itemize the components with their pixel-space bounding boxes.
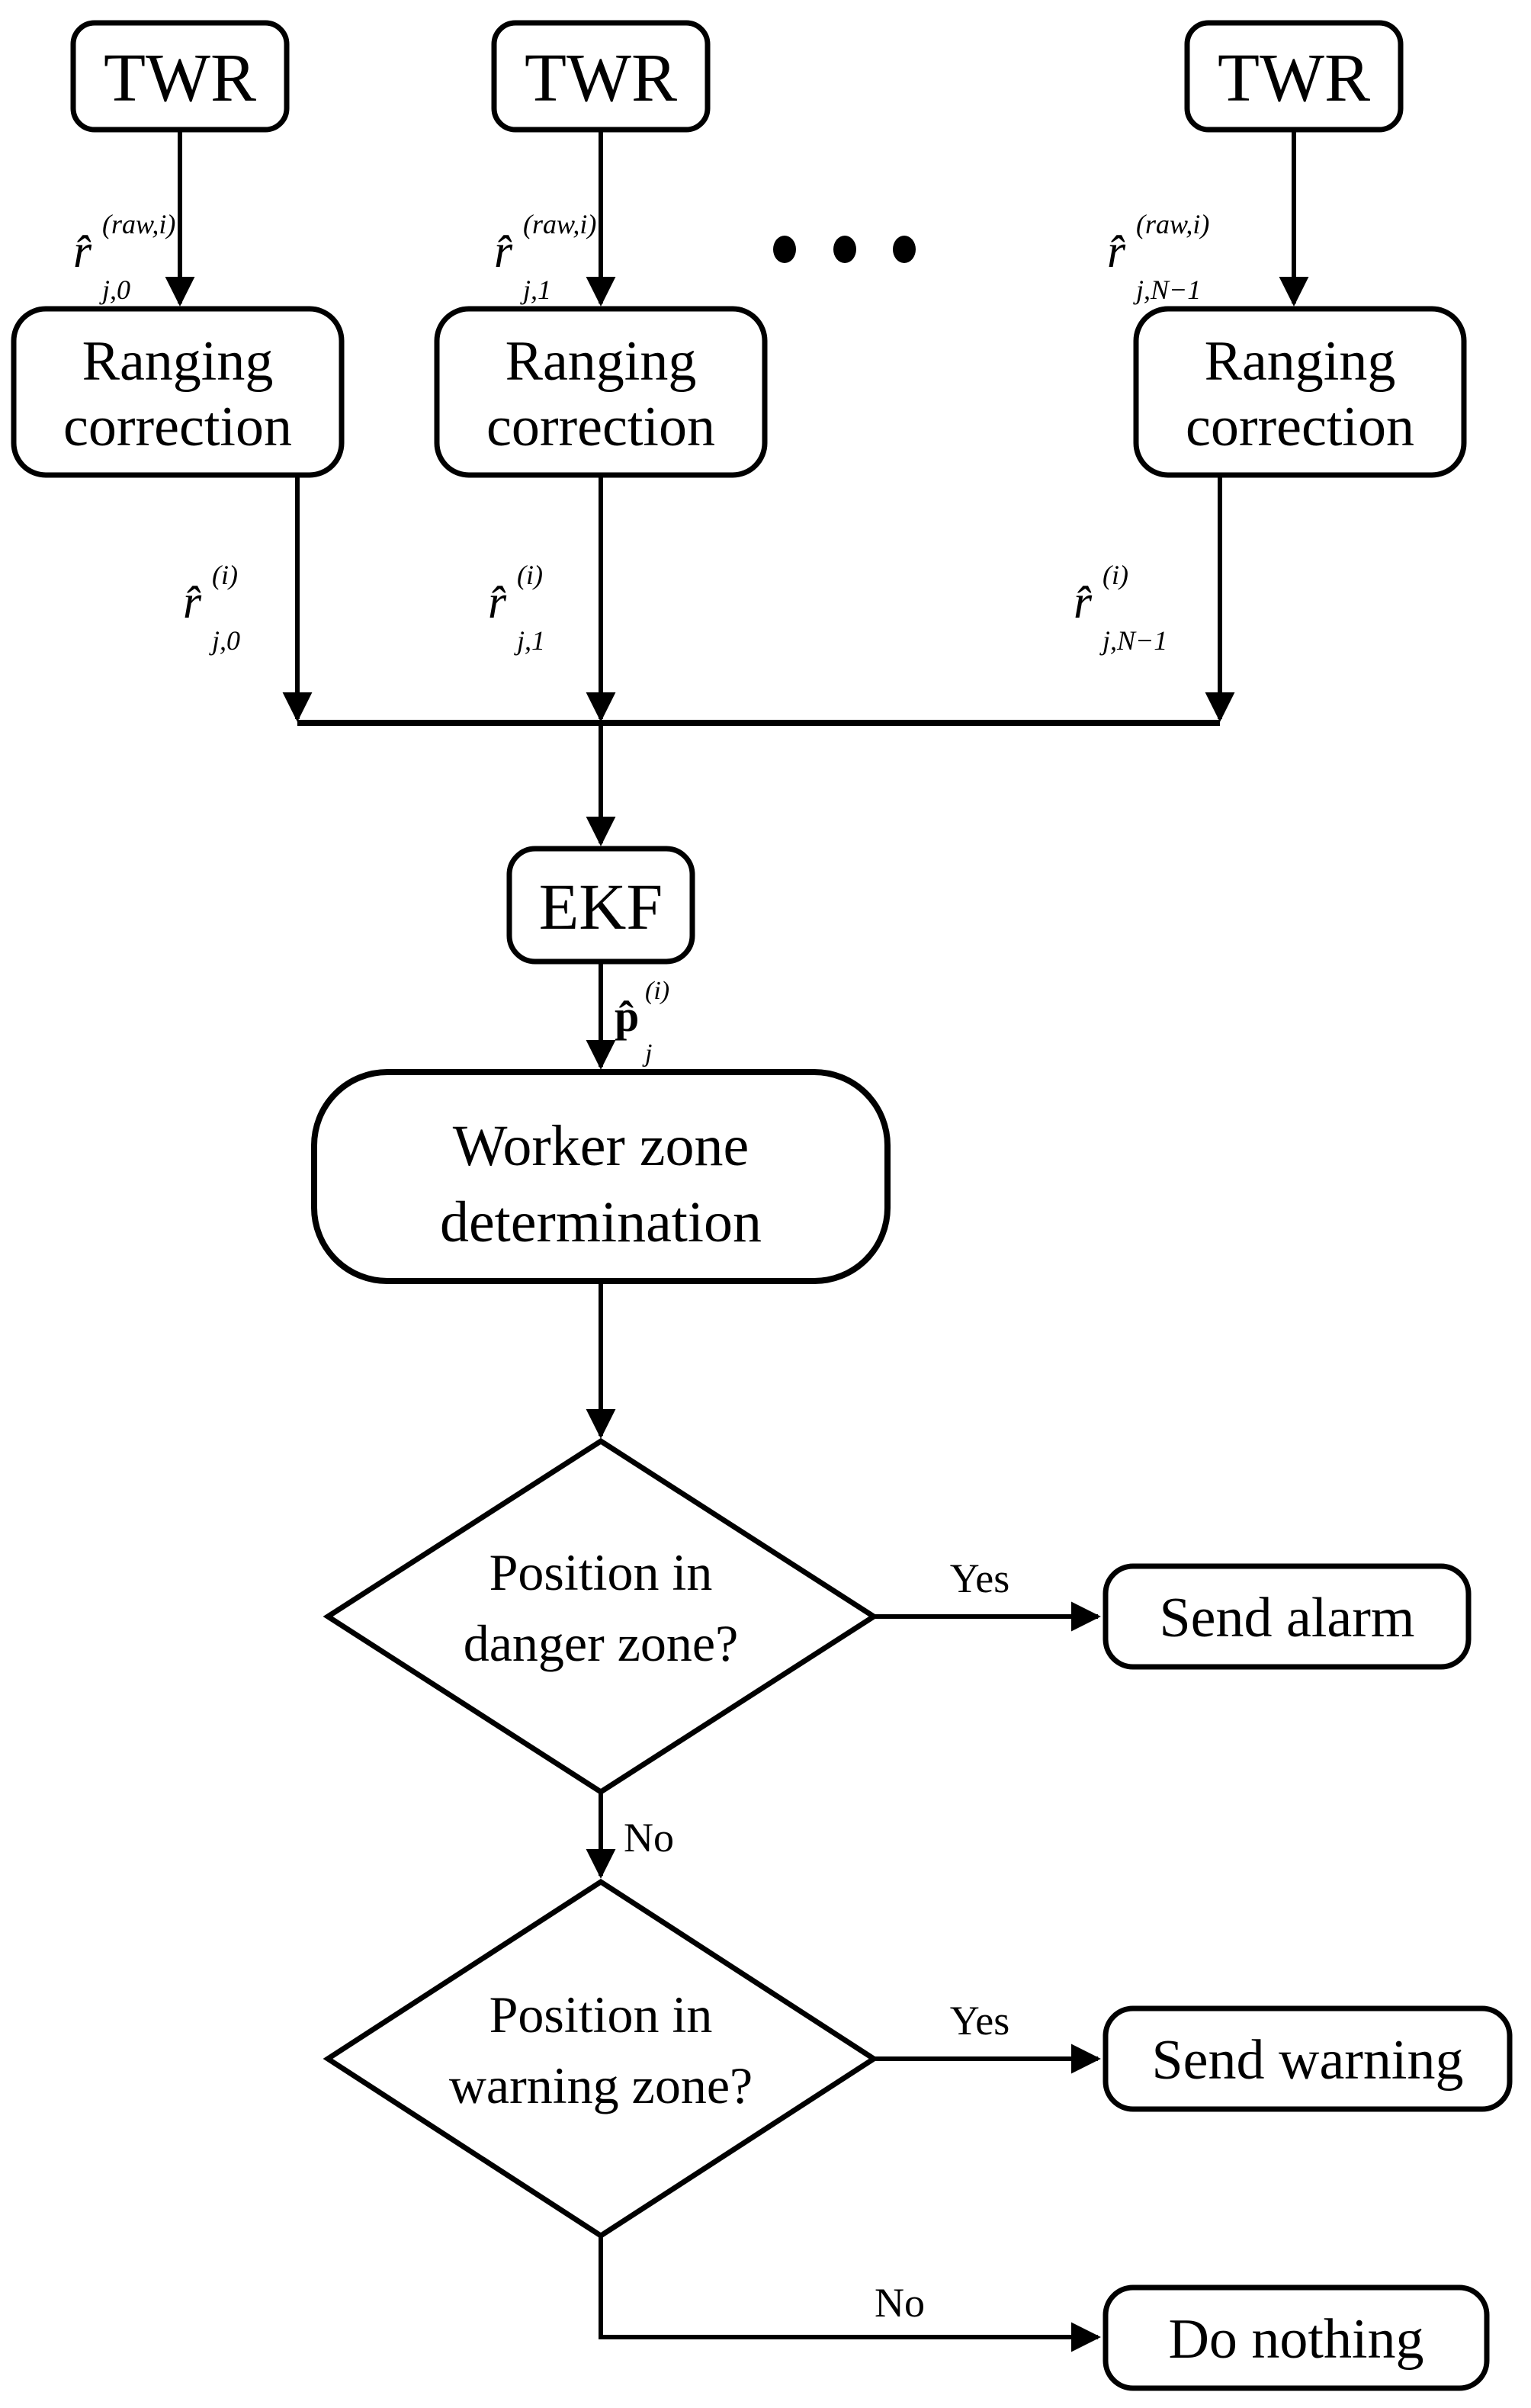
ekf-label: EKF bbox=[539, 870, 663, 943]
corrected-range-label-1: r̂ (i) j,0 bbox=[183, 560, 240, 656]
twr-node-1: TWR bbox=[70, 20, 290, 133]
warning-no-label: No bbox=[875, 2280, 925, 2326]
raw-range-label-1-base: r̂ bbox=[73, 226, 92, 278]
raw-range-label-3-sup: (raw,i) bbox=[1136, 209, 1209, 239]
send-warning-label: Send warning bbox=[1152, 2029, 1464, 2092]
worker-zone-line2: determination bbox=[440, 1190, 762, 1254]
send-alarm-label: Send alarm bbox=[1160, 1587, 1415, 1649]
raw-range-label-3-base: r̂ bbox=[1107, 226, 1126, 278]
corrected-range-label-3-base: r̂ bbox=[1074, 576, 1093, 628]
twr-box-2 bbox=[491, 20, 711, 133]
warning-zone-line2: warning zone? bbox=[449, 2056, 753, 2114]
send-warning-node: Send warning bbox=[1103, 2005, 1513, 2112]
danger-zone-line1: Position in bbox=[489, 1543, 713, 1601]
send-warning-box bbox=[1103, 2005, 1513, 2112]
send-alarm-node: Send alarm bbox=[1103, 1563, 1472, 1670]
corrected-range-label-2-sup: (i) bbox=[517, 560, 543, 590]
ranging-correction-3-line1: Ranging bbox=[1205, 330, 1396, 393]
twr-label-3: TWR bbox=[1218, 40, 1370, 116]
danger-no-label: No bbox=[624, 1815, 674, 1861]
ranging-correction-2-line1: Ranging bbox=[506, 330, 697, 393]
twr-box-1 bbox=[70, 20, 290, 133]
raw-range-label-2: r̂ (raw,i) j,1 bbox=[494, 209, 596, 305]
send-alarm-box bbox=[1103, 1563, 1472, 1670]
twr-node-2: TWR bbox=[491, 20, 711, 133]
danger-yes-label: Yes bbox=[950, 1556, 1010, 1601]
danger-zone-line2: danger zone? bbox=[464, 1614, 739, 1672]
ranging-correction-2-line2: correction bbox=[486, 396, 715, 458]
corrected-range-label-3: r̂ (i) j,N−1 bbox=[1074, 560, 1167, 656]
do-nothing-node: Do nothing bbox=[1103, 2284, 1490, 2391]
raw-range-label-1: r̂ (raw,i) j,0 bbox=[73, 209, 175, 305]
do-nothing-box bbox=[1103, 2284, 1490, 2391]
corrected-range-label-2: r̂ (i) j,1 bbox=[488, 560, 545, 656]
do-nothing-label: Do nothing bbox=[1168, 2308, 1423, 2371]
ranging-correction-1-line1: Ranging bbox=[82, 330, 274, 393]
ranging-correction-1-line2: correction bbox=[63, 396, 292, 458]
corrected-range-label-3-sub: j,N−1 bbox=[1099, 625, 1167, 656]
ranging-correction-node-1: Ranging correction bbox=[11, 306, 345, 478]
twr-node-3: TWR bbox=[1184, 20, 1404, 133]
ellipsis-dots-icon bbox=[773, 236, 916, 263]
corrected-range-label-1-base: r̂ bbox=[183, 576, 202, 628]
ranging-correction-3-line2: correction bbox=[1186, 396, 1414, 458]
position-estimate-label-sub: j bbox=[642, 1039, 652, 1068]
corrected-range-label-2-sub: j,1 bbox=[514, 625, 545, 656]
warning-zone-line1: Position in bbox=[489, 1986, 713, 2044]
position-estimate-label: p̂ (i) j bbox=[615, 977, 669, 1068]
position-estimate-label-base: p̂ bbox=[615, 991, 639, 1041]
ranging-correction-node-3: Ranging correction bbox=[1133, 306, 1467, 478]
corrected-range-label-1-sub: j,0 bbox=[209, 625, 240, 656]
worker-zone-line1: Worker zone bbox=[453, 1114, 749, 1178]
ranging-correction-box-3 bbox=[1133, 306, 1467, 478]
ranging-correction-node-2: Ranging correction bbox=[434, 306, 768, 478]
raw-range-label-1-sup: (raw,i) bbox=[102, 209, 175, 239]
raw-range-label-2-sup: (raw,i) bbox=[523, 209, 596, 239]
arrow-warning-no bbox=[599, 2236, 1101, 2352]
corrected-range-label-2-base: r̂ bbox=[488, 576, 507, 628]
warning-yes-label: Yes bbox=[950, 1998, 1010, 2044]
ranging-correction-box-1 bbox=[11, 306, 345, 478]
warning-zone-decision: Position in warning zone? bbox=[323, 1878, 879, 2239]
raw-range-label-1-sub: j,0 bbox=[99, 275, 130, 305]
raw-range-label-3-sub: j,N−1 bbox=[1133, 275, 1201, 305]
twr-label-1: TWR bbox=[104, 40, 256, 116]
twr-label-2: TWR bbox=[525, 40, 677, 116]
raw-range-label-3: r̂ (raw,i) j,N−1 bbox=[1107, 209, 1209, 305]
corrected-range-label-3-sup: (i) bbox=[1103, 560, 1128, 590]
raw-range-label-2-base: r̂ bbox=[494, 226, 513, 278]
raw-range-label-2-sub: j,1 bbox=[520, 275, 551, 305]
corrected-range-label-1-sup: (i) bbox=[212, 560, 238, 590]
position-estimate-label-sup: (i) bbox=[645, 977, 669, 1005]
twr-box-3 bbox=[1184, 20, 1404, 133]
